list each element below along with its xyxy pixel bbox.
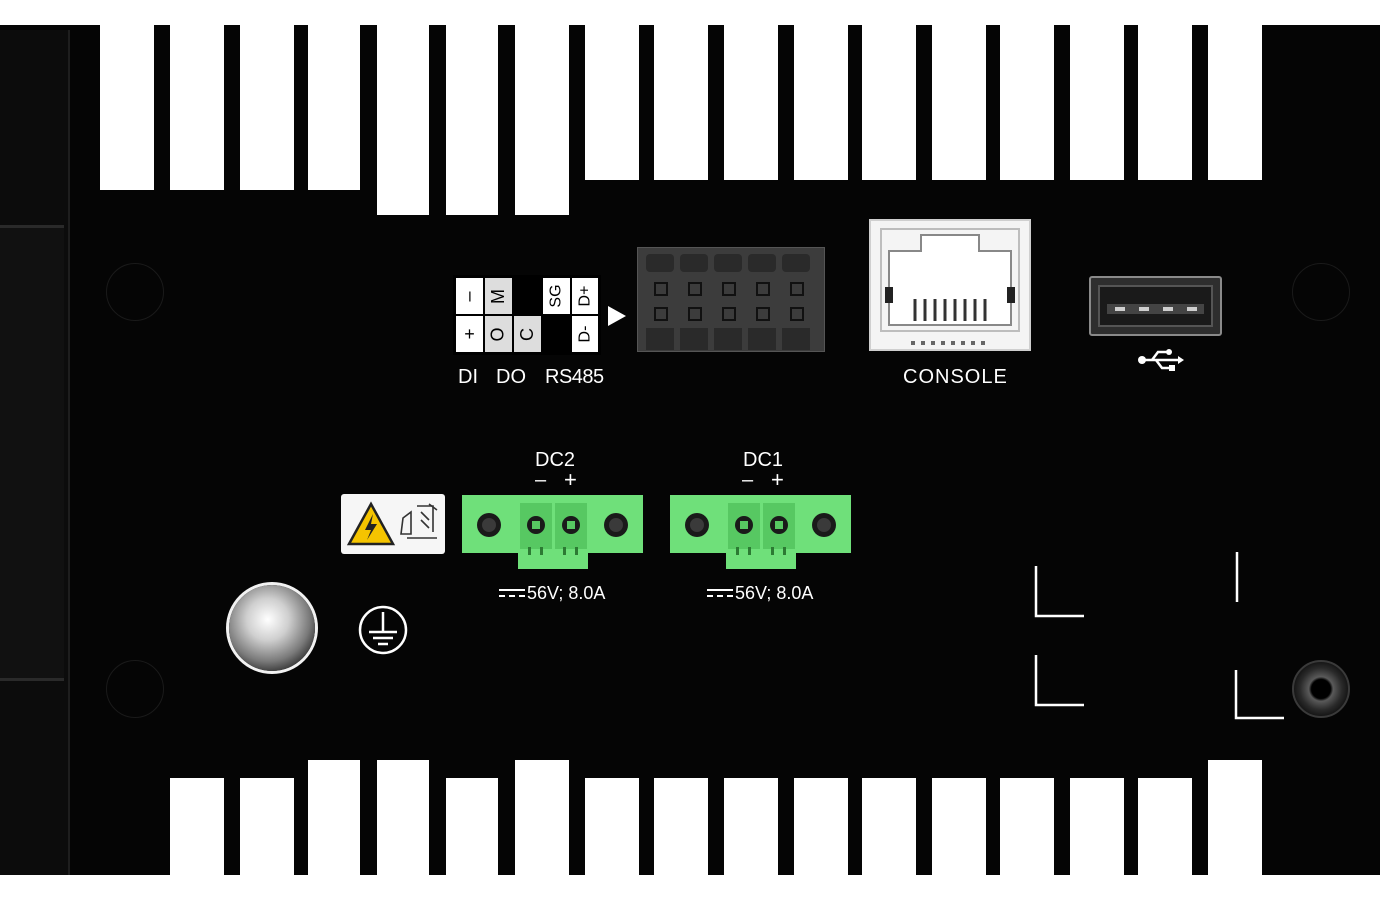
bottom-fin-gap [1070,778,1124,900]
reset-button[interactable] [1292,660,1350,718]
corner-mark [1234,670,1284,720]
dc2-plus-label: + [564,467,577,492]
dc2-rating: 56V; 8.0A [527,583,606,603]
top-fin-gap [240,0,294,190]
pin-bottom-2: O [484,315,513,353]
pinout-label: – M SG D+ + O C D- [453,275,601,355]
top-fin-gap [308,0,360,190]
di-label: DI [458,366,478,388]
top-fin-gap [654,0,708,180]
mount-hole [106,660,164,718]
bottom-fin-gap [377,760,429,900]
ground-icon [358,605,408,655]
top-fin-gap [794,0,848,180]
top-fin-gap [1070,0,1124,180]
bottom-fin-gap [724,778,778,900]
rs485-label: RS485 [545,366,604,388]
console-port[interactable] [869,219,1031,351]
bottom-fin-gap [654,778,708,900]
bottom-fin-gap [794,778,848,900]
top-fin-gap [862,0,916,180]
do-label: DO [496,366,526,388]
console-label: CONSOLE [903,366,1008,388]
pin-bottom-5: D- [571,315,599,353]
dc2-label: DC2 [535,449,576,471]
dc1-terminal[interactable] [670,495,851,569]
usb-icon [1138,349,1184,371]
bottom-fin-gap [862,778,916,900]
pin-bottom-3: C [513,315,542,353]
dc1-label: DC1 [743,449,784,471]
bottom-fin-gap [240,778,294,900]
ground-screw[interactable] [229,585,315,671]
usb-port[interactable] [1089,276,1222,336]
top-fin-gap [585,0,639,180]
dc-symbol-icon [707,589,733,597]
top-fin-gap [515,0,569,215]
io-terminal-block[interactable] [637,247,825,352]
mount-hole [1292,263,1350,321]
dc2-terminal[interactable] [462,495,643,569]
dc-symbol-icon [499,589,525,597]
bottom-fin-gap [1138,778,1192,900]
bottom-fin-gap [932,778,986,900]
warning-label [341,494,445,554]
dc1-plus-label: + [771,467,784,492]
top-fin-gap [1138,0,1192,180]
top-fin-gap [932,0,986,180]
corner-mark [1235,552,1239,602]
pin-top-3 [513,277,542,315]
top-fin-gap [1208,0,1262,180]
dc1-rating: 56V; 8.0A [735,583,814,603]
bottom-fin-gap [1000,778,1054,900]
pin-top-2: M [484,277,513,315]
top-fin-gap [170,0,224,190]
pin-bottom-4 [542,315,571,353]
mount-hole [106,263,164,321]
top-fin-gap [446,0,498,215]
pin-top-5: D+ [571,277,599,315]
bottom-fin-gap [585,778,639,900]
top-fin-gap [377,0,429,215]
right-edge [1380,0,1400,900]
bottom-fin-gap [1208,760,1262,900]
pin-top-1: – [455,277,484,315]
side-bracket-left-edge [0,225,64,681]
dc2-minus-label: – [535,469,547,491]
pin-top-4: SG [542,277,571,315]
pointer-arrow-icon [608,306,626,326]
pin-bottom-1: + [455,315,484,353]
bottom-fin-gap [446,778,498,900]
top-fin-gap [100,0,154,190]
corner-mark [1034,655,1084,707]
bottom-fin-gap [308,760,360,900]
top-fin-gap [724,0,778,180]
corner-mark [1034,566,1084,618]
high-voltage-warning-icon [346,501,438,546]
bottom-fin-gap [170,778,224,900]
top-fin-gap [1000,0,1054,180]
dc1-minus-label: – [742,469,754,491]
bottom-fin-gap [515,760,569,900]
